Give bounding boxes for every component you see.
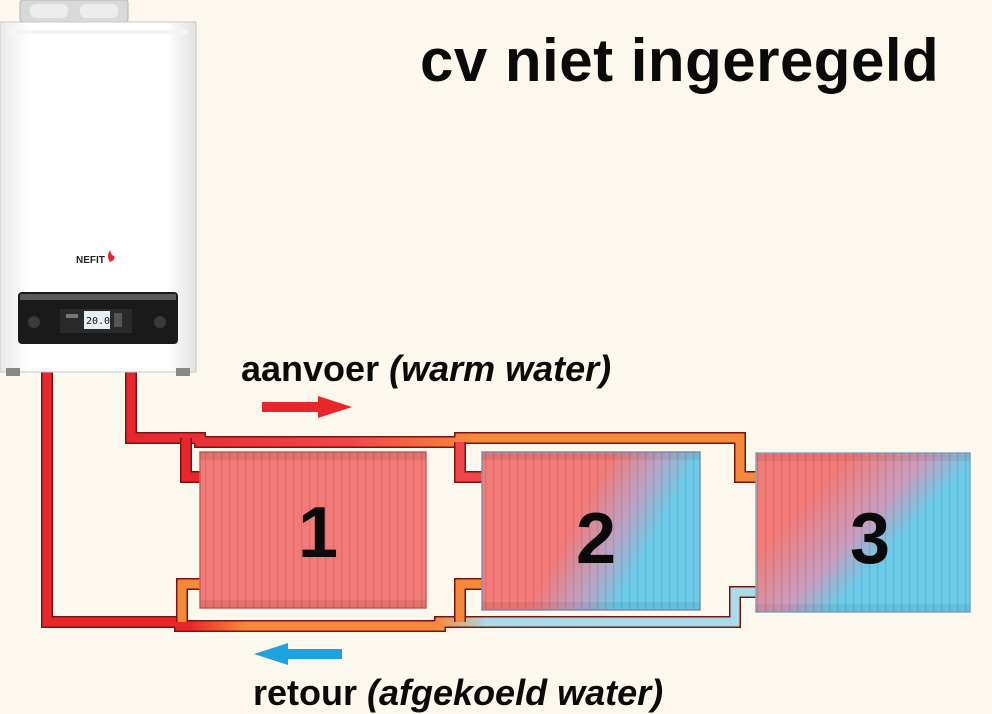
return-label-main: retour [253, 672, 358, 713]
radiator-1 [199, 451, 427, 609]
return-label-detail: (afgekoeld water) [367, 672, 664, 713]
page-title: cv niet ingeregeld [420, 27, 940, 94]
flame-icon [108, 250, 115, 262]
supply-label-detail: (warm water) [389, 348, 612, 389]
radiator-2 [481, 451, 701, 611]
boiler-brand: NEFIT [76, 255, 105, 266]
supply-label-main: aanvoer [241, 348, 380, 389]
return-arrow-icon [254, 643, 342, 665]
supply-arrow-icon [262, 396, 352, 418]
radiator-3 [755, 452, 971, 613]
boiler-display [84, 311, 110, 329]
return-label: retour (afgekoeld water) [253, 672, 663, 714]
boiler: NEFIT 20.0 [0, 0, 197, 376]
boiler-display-value: 20.0 [86, 316, 110, 327]
supply-label: aanvoer (warm water) [241, 348, 611, 390]
radiator-1-number: 1 [298, 493, 338, 573]
radiator-2-number: 2 [576, 499, 616, 579]
radiator-3-number: 3 [850, 499, 890, 579]
